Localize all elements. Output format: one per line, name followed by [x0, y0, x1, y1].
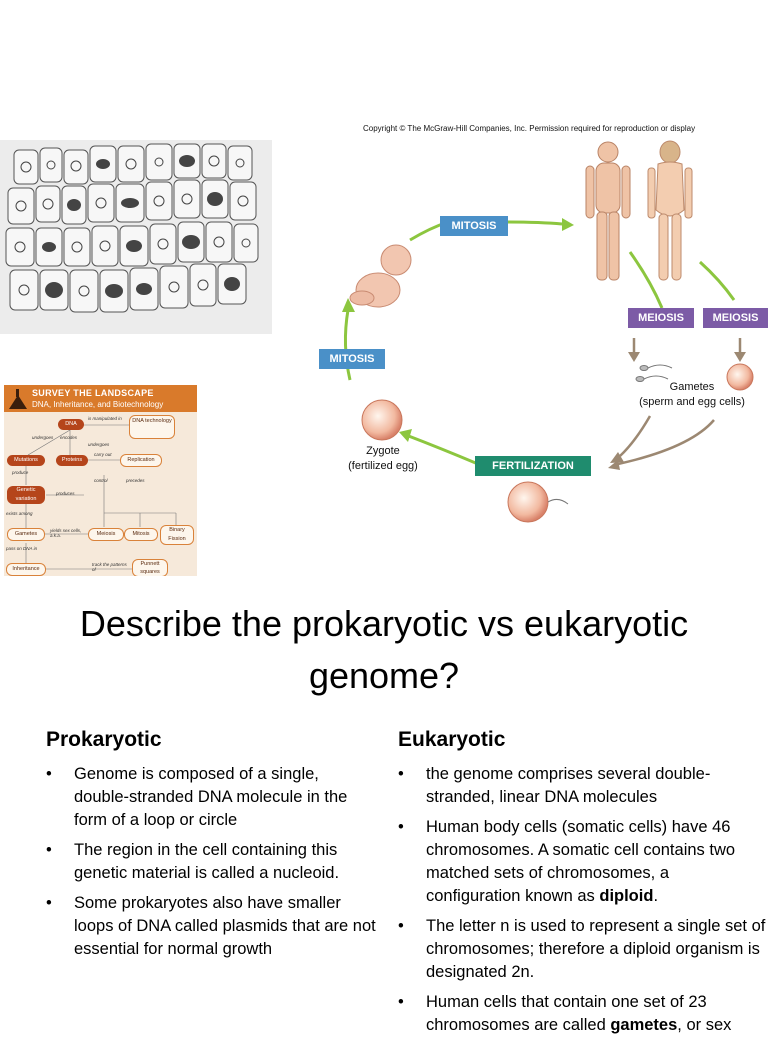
mitosis-label-top: MITOSIS [440, 216, 508, 236]
node-punnett-squares: Punnett squares [132, 559, 168, 576]
baby-figure [349, 244, 412, 308]
node-mitosis: Mitosis [124, 528, 158, 541]
concept-map-subtitle: DNA, Inheritance, and Biotechnology [32, 400, 164, 409]
zygote-caption-line2: (fertilized egg) [348, 460, 418, 472]
hiker-icon [9, 389, 27, 409]
concept-map-header: SURVEY THE LANDSCAPE DNA, Inheritance, a… [4, 385, 197, 412]
fertilizing-sperm [547, 498, 569, 505]
mitosis-label-left: MITOSIS [319, 349, 385, 369]
link-carry-out: carry out [94, 452, 112, 457]
zygote-caption-line1: Zygote [366, 445, 400, 457]
eukaryotic-bullet: The letter n is used to represent a sing… [398, 915, 766, 984]
link-exists-among: exists among [6, 511, 33, 516]
eukaryotic-bullet-gametes: Human cells that contain one set of 23 c… [398, 991, 766, 1037]
male-figure [585, 141, 631, 281]
node-binary-fission: Binary Fission [160, 525, 194, 545]
link-control: control [94, 478, 108, 483]
concept-map-connectors [25, 424, 177, 570]
meiosis-label-female: MEIOSIS [703, 308, 768, 328]
micrograph-drawing [0, 140, 272, 334]
link-undergoes-replication: undergoes [88, 442, 110, 447]
gametes-caption-line1: Gametes [669, 381, 715, 393]
gametes-caption: Gametes (sperm and egg cells) [632, 380, 752, 410]
zygote-cell [361, 399, 403, 441]
node-meiosis: Meiosis [88, 528, 124, 541]
slide-title-line1: Describe the prokaryotic vs eukaryotic [79, 603, 689, 644]
prokaryotic-heading: Prokaryotic [46, 728, 162, 751]
link-produce: produce [12, 470, 29, 475]
link-track-patterns: track the patterns of [92, 562, 127, 572]
egg-cell [726, 363, 754, 391]
slide-title: Describe the prokaryotic vs eukaryotic g… [0, 598, 768, 702]
link-is-manipulated-in: is manipulated in [88, 416, 122, 421]
link-encodes: encodes [60, 435, 78, 440]
prokaryotic-bullet-list: Genome is composed of a single, double-s… [46, 763, 376, 968]
fertilization-egg [507, 481, 549, 523]
diploid-term: diploid [599, 887, 654, 905]
copyright-notice: Copyright © The McGraw-Hill Companies, I… [363, 124, 696, 133]
eukaryotic-bullet-list: the genome comprises several double-stra… [398, 763, 766, 1044]
eukaryotic-bullet-text: Human body cells (somatic cells) have 46… [426, 818, 736, 905]
eukaryotic-bullet-end: , or sex [677, 1016, 732, 1034]
sperm-cells [635, 364, 673, 382]
node-proteins: Proteins [56, 455, 88, 466]
link-undergoes: undergoes [32, 435, 54, 440]
link-pass-on-dna-in: pass on DNA in [6, 546, 38, 551]
meiosis-label-male: MEIOSIS [628, 308, 694, 328]
link-yields-sex-cells: yields sex cells, a.k.a. [50, 528, 82, 538]
node-replication: Replication [120, 454, 162, 467]
prokaryotic-bullet: Some prokaryotes also have smaller loops… [46, 892, 376, 961]
gametes-term: gametes [610, 1016, 678, 1034]
zygote-caption: Zygote (fertilized egg) [335, 444, 431, 474]
life-cycle-artwork [342, 140, 754, 523]
link-produces: produces [56, 491, 75, 496]
link-precedes: precedes [126, 478, 145, 483]
female-figure [647, 140, 693, 281]
node-genetic-variation: Genetic variation [7, 486, 45, 504]
gametes-caption-line2: (sperm and egg cells) [639, 396, 745, 408]
prokaryotic-bullet: Genome is composed of a single, double-s… [46, 763, 376, 832]
concept-map: SURVEY THE LANDSCAPE DNA, Inheritance, a… [4, 385, 197, 576]
slide-title-line2: genome? [308, 655, 460, 696]
prokaryotic-bullet: The region in the cell containing this g… [46, 839, 376, 885]
concept-map-title: SURVEY THE LANDSCAPE [32, 388, 154, 398]
eukaryotic-bullet: the genome comprises several double-stra… [398, 763, 766, 809]
fertilization-label: FERTILIZATION [475, 456, 591, 476]
mitosis-micrograph [0, 140, 272, 334]
node-dna: DNA [58, 419, 84, 430]
eukaryotic-heading: Eukaryotic [398, 728, 506, 751]
eukaryotic-bullet-diploid: Human body cells (somatic cells) have 46… [398, 816, 766, 908]
node-gametes: Gametes [7, 528, 45, 541]
node-mutations: Mutations [7, 455, 45, 466]
node-dna-technology: DNA technology [129, 415, 175, 439]
eukaryotic-bullet-end: . [653, 887, 659, 905]
node-inheritance: Inheritance [6, 563, 46, 576]
